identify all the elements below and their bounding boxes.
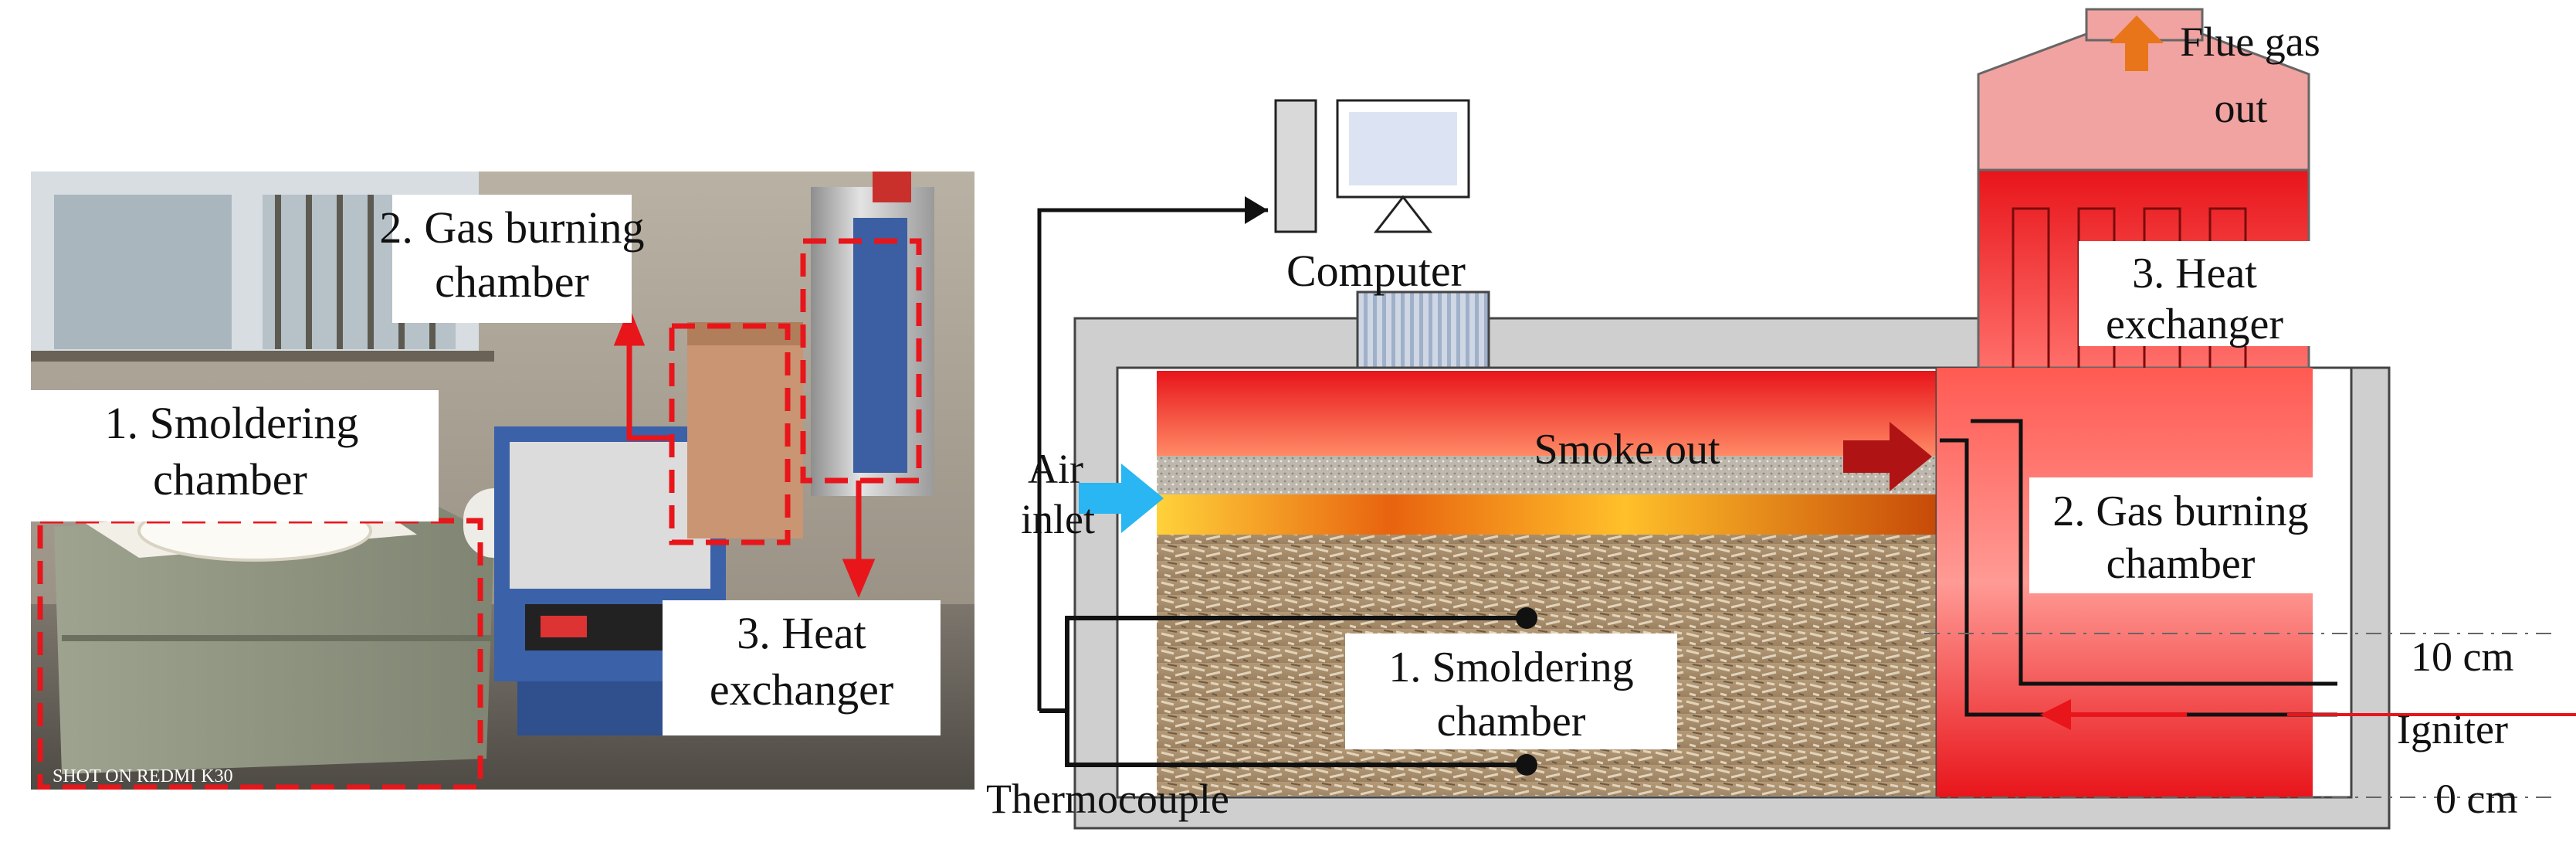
heat-exchanger-cylinder [811, 172, 934, 496]
computer-icon [1274, 99, 1470, 233]
igniter-arrow [2040, 699, 2187, 730]
depth-10cm-label: 10 cm [2411, 634, 2513, 680]
svg-text:2. Gas burning: 2. Gas burning [2052, 487, 2308, 535]
computer-label: Computer [1286, 246, 1466, 296]
air-inlet-label-line2: inlet [1021, 496, 1095, 542]
svg-text:3. Heat: 3. Heat [737, 608, 866, 658]
svg-text:1. Smoldering: 1. Smoldering [105, 398, 359, 448]
gas-burning-label: 2. Gas burning chamber [2029, 477, 2332, 593]
svg-text:chamber: chamber [153, 454, 307, 504]
air-inlet-label-line1: Air [1028, 446, 1083, 492]
photo-watermark: SHOT ON REDMI K30 [53, 766, 233, 786]
igniter-label: Igniter [2397, 706, 2508, 752]
apparatus-photo: 2. Gas burning chamber 1. Smoldering cha… [31, 172, 974, 790]
svg-text:exchanger: exchanger [2106, 301, 2283, 348]
svg-text:exchanger: exchanger [710, 664, 893, 715]
cable-arrowhead [1245, 196, 1268, 224]
svg-text:chamber: chamber [435, 256, 589, 307]
photo-label-smoldering: 1. Smoldering chamber [31, 390, 439, 521]
hot-smoke-channel [1157, 371, 1937, 456]
photo-arrows [613, 307, 876, 599]
thermocouples [1039, 616, 1527, 767]
flue-gas-label-line2: out [2214, 85, 2267, 131]
thermocouple-label: Thermocouple [986, 776, 1229, 822]
svg-text:chamber: chamber [2107, 540, 2256, 588]
svg-text:1. Smoldering: 1. Smoldering [1388, 644, 1633, 691]
photo-label-gas-burning: 2. Gas burning chamber [379, 195, 645, 323]
smoke-out-label: Smoke out [1534, 426, 1720, 474]
thermocouple-junction-lower [1516, 754, 1537, 776]
depth-reference-lines [1924, 633, 2557, 798]
photo-label-heat-exchanger: 3. Heat exchanger [663, 600, 941, 735]
thermocouple-junction-upper [1516, 607, 1537, 629]
smoldering-front-layer [1157, 494, 1937, 535]
svg-text:3. Heat: 3. Heat [2132, 250, 2257, 297]
heat-exchanger-label: 3. Heat exchanger [2079, 241, 2310, 348]
depth-0cm-label: 0 cm [2435, 776, 2517, 822]
svg-text:chamber: chamber [1437, 698, 1586, 746]
signal-cable [1037, 208, 1268, 711]
flue-gas-arrow [2110, 15, 2164, 71]
dashed-box-gas-burning [669, 323, 791, 545]
air-inlet-arrow [1079, 464, 1164, 533]
smoldering-box [54, 500, 494, 774]
ash-layer [1157, 456, 1937, 494]
top-sight-window [1356, 290, 1490, 369]
schematic-diagram: Computer Flue gas out 3. Heat exchanger … [986, 8, 2576, 830]
svg-text:2. Gas burning: 2. Gas burning [379, 202, 644, 253]
smoldering-chamber-label: 1. Smoldering chamber [1345, 634, 1677, 749]
smoke-out-arrow [1843, 422, 1932, 491]
flue-gas-label-line1: Flue gas [2180, 19, 2320, 65]
